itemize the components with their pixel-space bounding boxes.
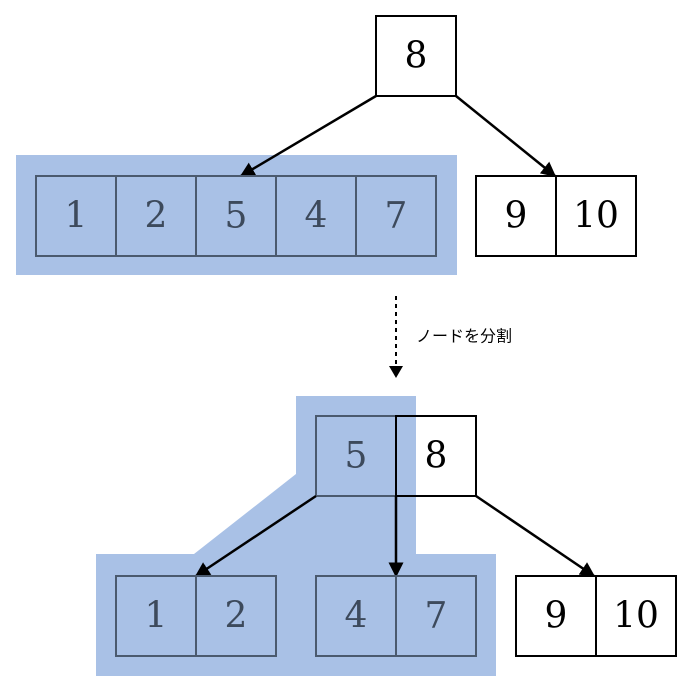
right-node-before: 9 10 (475, 175, 637, 257)
left-node-after: 1 2 (115, 575, 277, 657)
root-node-before: 8 (375, 15, 457, 97)
left-node-before: 1 2 5 4 7 (35, 175, 437, 257)
key: 1 (65, 196, 88, 237)
key: 9 (545, 596, 568, 637)
key: 8 (425, 436, 448, 477)
key: 7 (385, 196, 408, 237)
split-label: ノードを分割 (416, 327, 512, 346)
key: 2 (145, 196, 168, 237)
split-arrow-head (389, 366, 403, 378)
key: 10 (573, 196, 619, 237)
middle-node-after: 4 7 (315, 575, 477, 657)
right-node-after: 9 10 (515, 575, 677, 657)
key: 8 (405, 36, 428, 77)
edge-root-right-before (455, 95, 557, 177)
key: 5 (345, 436, 368, 477)
key: 1 (145, 596, 168, 637)
key: 4 (345, 596, 368, 637)
edge-root-right-after (475, 494, 596, 578)
edge-root-left-after (194, 494, 317, 578)
root-node-after: 5 8 (315, 415, 477, 497)
edge-root-left-before (239, 94, 377, 178)
key: 10 (613, 596, 659, 637)
key: 7 (425, 596, 448, 637)
key: 5 (225, 196, 248, 237)
key: 9 (505, 196, 528, 237)
key: 4 (305, 196, 328, 237)
key: 2 (225, 596, 248, 637)
